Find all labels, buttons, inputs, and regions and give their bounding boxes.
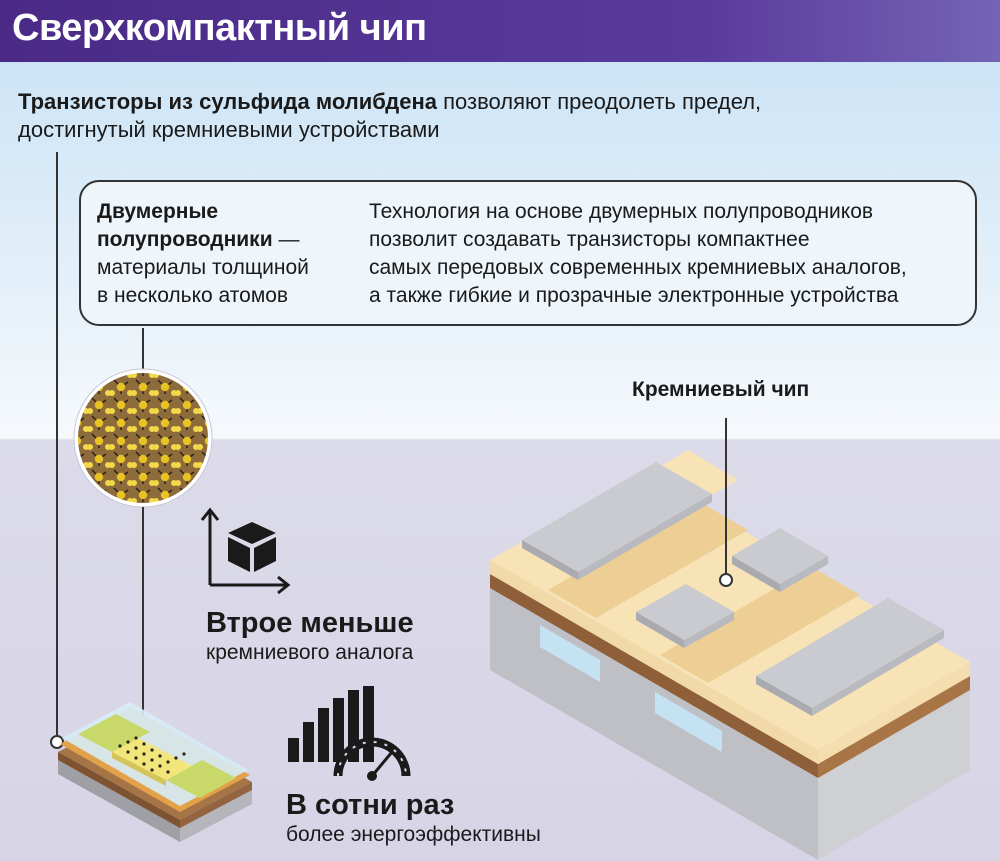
def-line1: материалы толщиной: [97, 256, 309, 279]
term-line2: полупроводники: [97, 228, 273, 251]
energy-fact: В сотни раз более энергоэффективны: [286, 788, 541, 848]
silicon-chip-pad: [522, 462, 712, 580]
bar-gauge-icon: [288, 686, 411, 781]
page-title: Сверхкомпактный чип: [12, 7, 427, 49]
intro-line2: достигнутый кремниевыми устройствами: [18, 117, 440, 142]
title-bar: Сверхкомпактный чип: [0, 0, 1000, 62]
atom-lattice-circle: [73, 368, 213, 508]
silicon-chip-pad: [756, 598, 944, 716]
def-line2: в несколько атомов: [97, 284, 289, 307]
mos2-chip: [58, 702, 252, 842]
intro-text: Транзисторы из сульфида молибдена позвол…: [18, 88, 818, 144]
info-description: Технология на основе двумерных полупрово…: [369, 198, 969, 310]
size-fact-sub: кремниевого аналога: [206, 641, 414, 664]
info-definition: Двумерные полупроводники — материалы тол…: [97, 198, 347, 310]
silicon-chip: [490, 450, 970, 860]
intro-line1-rest: позволяют преодолеть предел,: [437, 89, 762, 114]
size-fact-head: Втрое меньше: [206, 607, 414, 639]
cube-axes-icon: [200, 507, 291, 595]
silicon-chip-label: Кремниевый чип: [632, 378, 810, 401]
energy-fact-head: В сотни раз: [286, 789, 455, 821]
silicon-chip-pad: [636, 584, 734, 648]
desc-line3: самых передовых современных кремниевых а…: [369, 256, 907, 279]
term-line1: Двумерные: [97, 200, 219, 223]
atom-leader-line: [136, 507, 150, 737]
term-dash: —: [272, 228, 300, 251]
intro-bold: Транзисторы из сульфида молибдена: [18, 89, 437, 114]
silicon-chip-pad: [732, 528, 828, 592]
energy-fact-sub: более энергоэффективны: [286, 823, 541, 846]
silicon-leader-line: [719, 418, 733, 587]
desc-line2: позволит создавать транзисторы компактне…: [369, 228, 810, 251]
desc-line1: Технология на основе двумерных полупрово…: [369, 200, 874, 223]
info-box: Двумерные полупроводники — материалы тол…: [79, 180, 977, 326]
intro-leader-line: [50, 152, 64, 749]
size-fact: Втрое меньше кремниевого аналога: [206, 606, 414, 666]
desc-line4: а также гибкие и прозрачные электронные …: [369, 284, 899, 307]
